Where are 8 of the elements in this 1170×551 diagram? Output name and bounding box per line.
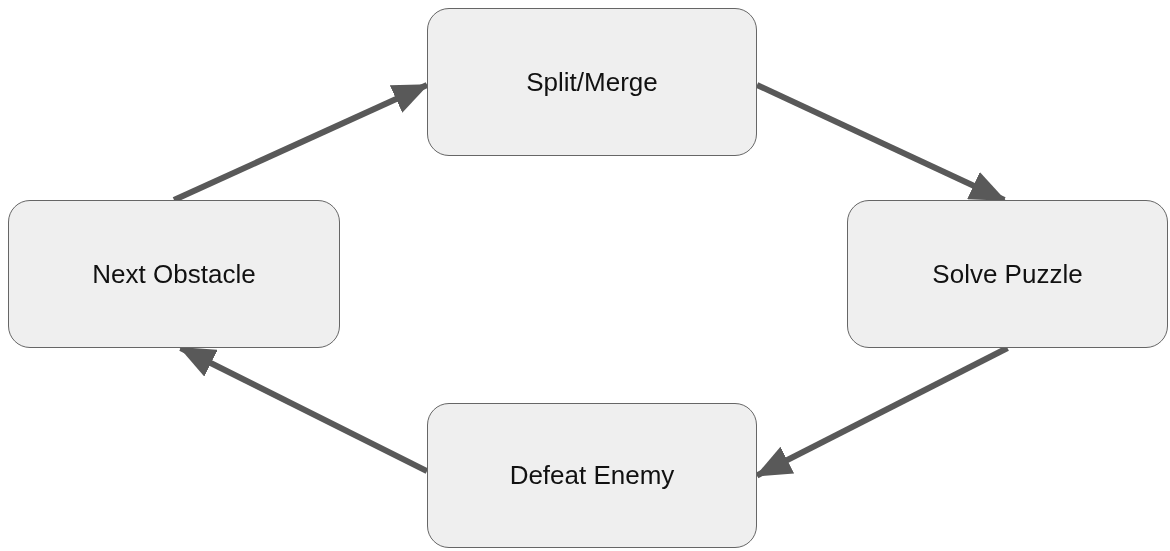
node-label: Defeat Enemy [509, 460, 675, 491]
process-box [8, 200, 340, 348]
node-label: Split/Merge [526, 66, 658, 98]
node-label: Solve Puzzle [932, 258, 1083, 290]
process-box [427, 403, 757, 548]
process-box [427, 8, 757, 156]
node-label: Next Obstacle [92, 258, 256, 290]
process-box [847, 200, 1168, 348]
